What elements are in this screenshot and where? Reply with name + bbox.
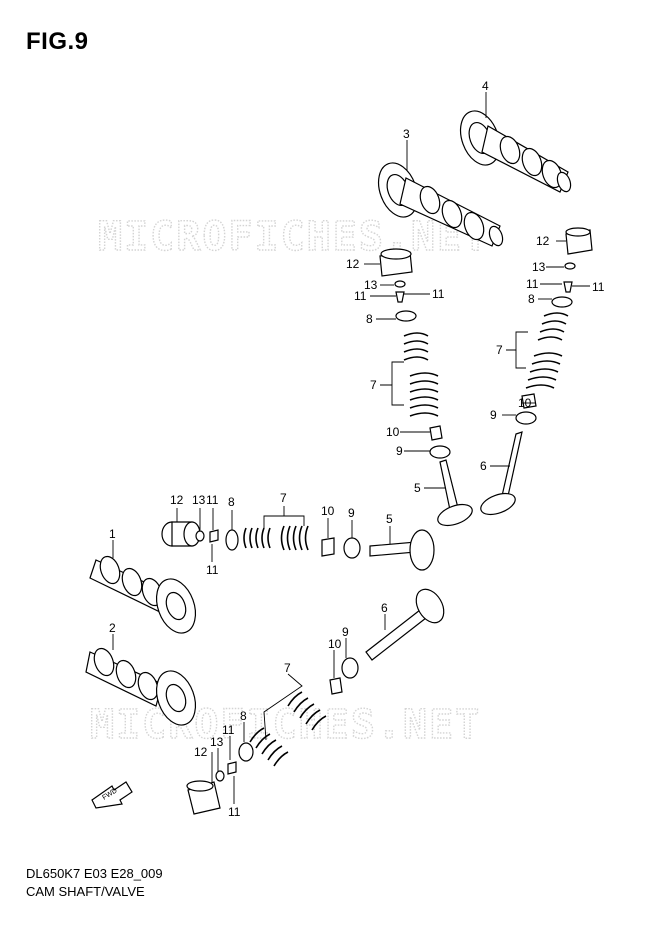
callout-11: 11 [206, 563, 219, 577]
callout-10: 10 [328, 637, 342, 651]
callout-11: 11 [526, 277, 539, 291]
callout-2: 2 [109, 621, 116, 635]
valve-assembly-row [161, 521, 435, 571]
callout-9: 9 [490, 408, 497, 422]
callout-5: 5 [414, 481, 421, 495]
watermark-bottom: MICROFICHES.NET [90, 702, 481, 748]
valve-assembly-lower [186, 588, 445, 815]
callout-13: 13 [210, 735, 224, 749]
camshaft-part-4 [459, 110, 572, 193]
callout-13: 13 [192, 493, 206, 507]
callout-12: 12 [170, 493, 184, 507]
valve-assembly-middle [379, 248, 473, 527]
leader-lines [112, 92, 590, 804]
callout-10: 10 [518, 396, 532, 410]
callout-8: 8 [228, 495, 235, 509]
callout-10: 10 [321, 504, 335, 518]
callout-12: 12 [346, 257, 360, 271]
valve-assembly-right [480, 227, 593, 516]
callout-7: 7 [284, 661, 291, 675]
callout-7: 7 [496, 343, 503, 357]
callout-3: 3 [403, 127, 410, 141]
forward-arrow-icon: FWD [91, 781, 133, 809]
callout-13: 13 [364, 278, 378, 292]
callout-9: 9 [396, 444, 403, 458]
callout-6: 6 [480, 459, 487, 473]
callout-1: 1 [109, 527, 116, 541]
callout-7: 7 [280, 491, 287, 505]
callout-8: 8 [240, 709, 247, 723]
figure-name: CAM SHAFT/VALVE [26, 884, 145, 899]
callout-10: 10 [386, 425, 400, 439]
camshaft-part-1 [89, 555, 197, 634]
camshaft-part-2 [85, 647, 197, 726]
callout-11: 11 [432, 287, 445, 301]
callout-8: 8 [528, 292, 535, 306]
camshaft-part-3 [377, 162, 504, 247]
callout-11: 11 [354, 289, 367, 303]
callout-11: 11 [206, 493, 219, 507]
callout-4: 4 [482, 79, 489, 93]
callout-12: 12 [194, 745, 208, 759]
callout-13: 13 [532, 260, 546, 274]
watermark-top: MICROFICHES.NET [98, 214, 489, 260]
callout-9: 9 [348, 506, 355, 520]
callout-11: 11 [592, 280, 605, 294]
callout-8: 8 [366, 312, 373, 326]
figure-title: FIG.9 [26, 28, 89, 55]
callout-7: 7 [370, 378, 377, 392]
callout-5: 5 [386, 512, 393, 526]
callout-9: 9 [342, 625, 349, 639]
figure-code: DL650K7 E03 E28_009 [26, 866, 163, 881]
callout-11: 11 [228, 805, 241, 819]
callout-6: 6 [381, 601, 388, 615]
callout-12: 12 [536, 234, 550, 248]
callout-11: 11 [222, 723, 235, 737]
